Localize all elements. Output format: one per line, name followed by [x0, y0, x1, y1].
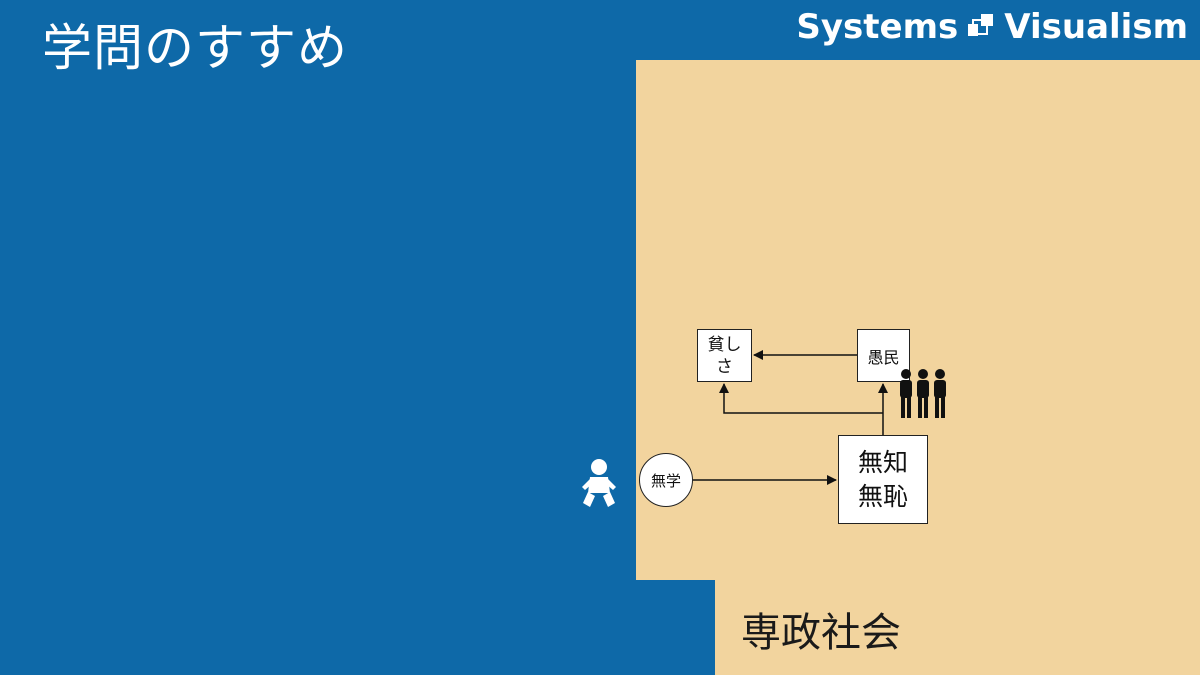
link-shameless-to-poverty — [719, 383, 883, 414]
brand: Systems Visualism — [796, 6, 1188, 48]
brand-systems: Systems — [796, 7, 959, 47]
node-no-learning: 無学 — [639, 453, 693, 507]
page-title: 学問のすすめ — [42, 19, 348, 77]
baby-icon — [582, 459, 616, 507]
node-ignorance-shamelessness-label: 無知無恥 — [857, 447, 908, 511]
brand-visualism: Visualism — [1004, 7, 1188, 47]
node-ignorant-people-label: 愚民 — [867, 347, 900, 367]
node-ignorance-shamelessness: 無知無恥 — [838, 435, 928, 524]
society-region-extension — [715, 580, 1200, 675]
people-group-icon — [900, 369, 946, 418]
logo-icon — [968, 14, 994, 36]
node-poverty-label: 貧しさ — [707, 334, 742, 377]
node-ignorant-people: 愚民 — [857, 329, 910, 382]
region-label: 専政社会 — [741, 610, 901, 656]
node-no-learning-label: 無学 — [650, 471, 681, 490]
node-poverty: 貧しさ — [697, 329, 752, 382]
